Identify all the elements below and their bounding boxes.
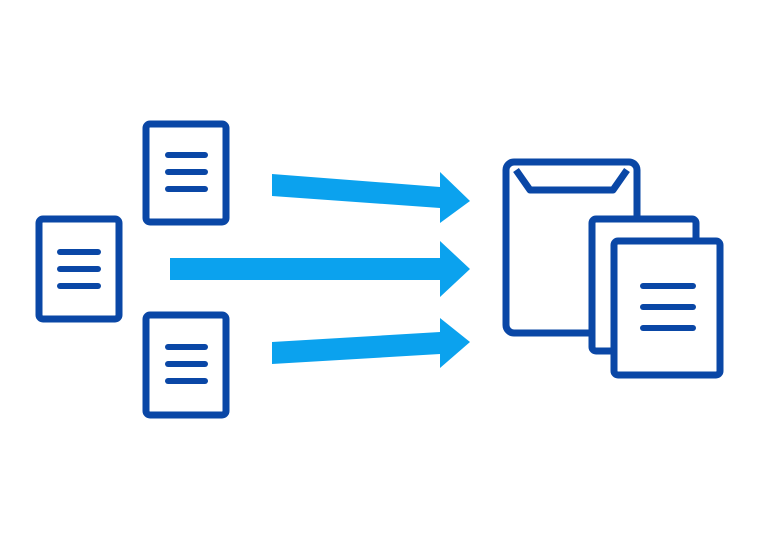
arrow-bottom [272, 318, 470, 368]
source-document-bottom [142, 311, 230, 419]
source-document-top [142, 120, 230, 226]
source-document-middle [35, 215, 123, 323]
arrow-top [272, 172, 470, 223]
arrow-middle [170, 241, 470, 297]
target-document-front [610, 237, 724, 379]
